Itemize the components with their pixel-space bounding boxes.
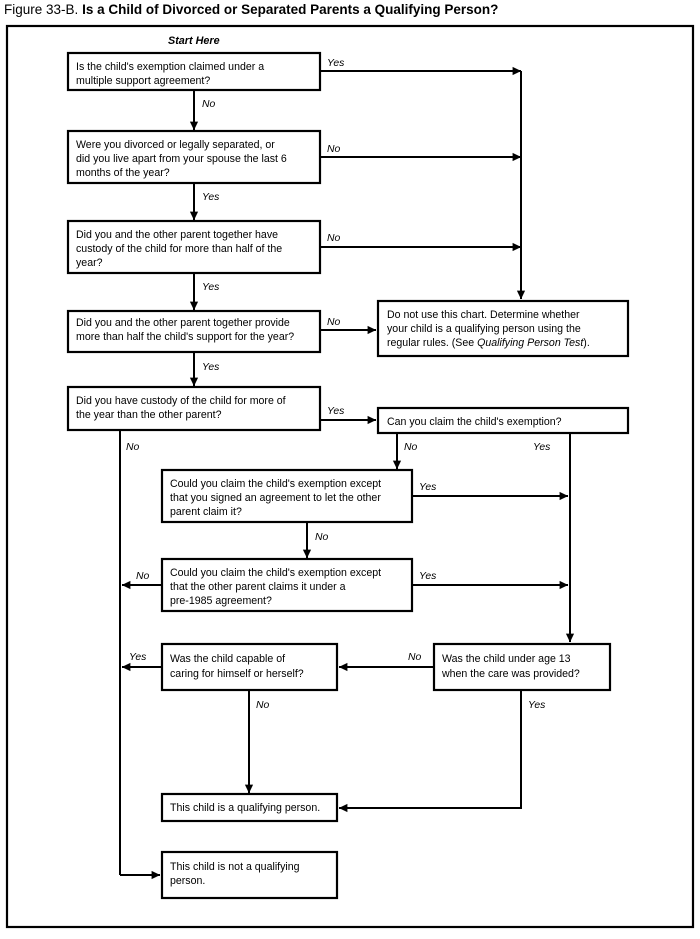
node-r3-line1: This child is not a qualifying bbox=[170, 861, 300, 873]
node-q7-line1: Could you claim the child's exemption ex… bbox=[170, 478, 381, 490]
node-q1-line1: Is the child's exemption claimed under a bbox=[76, 61, 264, 73]
node-q3-line1: Did you and the other parent together ha… bbox=[76, 229, 278, 241]
node-q9-line1: Was the child under age 13 bbox=[442, 653, 571, 665]
node-q4-line1: Did you and the other parent together pr… bbox=[76, 317, 290, 329]
node-q2-box[interactable] bbox=[66, 129, 322, 185]
node-r2-box[interactable] bbox=[160, 792, 339, 823]
edge-label-q2-yes: Yes bbox=[202, 192, 219, 203]
node-q7-line3: parent claim it? bbox=[170, 506, 242, 518]
figure-title: Figure 33-B. Is a Child of Divorced or S… bbox=[4, 2, 696, 24]
node-r1-line3: regular rules. (See Qualifying Person Te… bbox=[387, 337, 590, 349]
node-q7-line2: that you signed an agreement to let the … bbox=[170, 492, 381, 504]
figure-title-text: Is a Child of Divorced or Separated Pare… bbox=[82, 2, 499, 17]
edge-label-q3-no: No bbox=[327, 233, 341, 244]
node-q9-line2: when the care was provided? bbox=[441, 668, 580, 680]
edge-label-q5-no: No bbox=[126, 442, 140, 453]
edge-label-q1-yes: Yes bbox=[327, 58, 344, 69]
node-r1-italic-run: Qualifying Person Test bbox=[477, 337, 584, 349]
node-q5-line2: the year than the other parent? bbox=[76, 409, 222, 421]
node-q3-box[interactable] bbox=[66, 219, 322, 275]
node-r1-line3-post: ). bbox=[583, 337, 589, 349]
node-r3-line2: person. bbox=[170, 875, 205, 887]
edge-label-q8-yes: Yes bbox=[419, 571, 436, 582]
node-q9-box[interactable] bbox=[432, 642, 612, 692]
node-q5-box[interactable] bbox=[66, 385, 322, 432]
edge-label-q3-yes: Yes bbox=[202, 282, 219, 293]
edge-label-q4-yes: Yes bbox=[202, 362, 219, 373]
edge-q9-yes bbox=[338, 690, 522, 813]
edge-label-q4-no: No bbox=[327, 317, 341, 328]
edge-label-q7-yes: Yes bbox=[419, 482, 436, 493]
node-q6-line1: Can you claim the child's exemption? bbox=[387, 416, 562, 428]
edge-label-q10-yes: Yes bbox=[129, 652, 146, 663]
edge-label-q1-no: No bbox=[202, 99, 216, 110]
node-q2-line3: months of the year? bbox=[76, 167, 170, 179]
chart-border bbox=[5, 24, 695, 929]
node-q6-box[interactable] bbox=[376, 406, 630, 435]
node-q2-line1: Were you divorced or legally separated, … bbox=[76, 139, 275, 151]
node-q1-line2: multiple support agreement? bbox=[76, 75, 210, 87]
edge-label-q9-no: No bbox=[408, 652, 422, 663]
node-r1-line2: your child is a qualifying person using … bbox=[387, 323, 581, 335]
node-q10-box[interactable] bbox=[160, 642, 339, 692]
node-r3-box[interactable] bbox=[160, 850, 339, 900]
node-q1-box[interactable] bbox=[66, 51, 322, 92]
node-q10-line1: Was the child capable of bbox=[170, 653, 285, 665]
node-r2-line1: This child is a qualifying person. bbox=[170, 802, 320, 814]
node-q7-box[interactable] bbox=[160, 468, 414, 524]
edge-label-q6-yes: Yes bbox=[533, 442, 550, 453]
figure-number: Figure 33-B. bbox=[4, 2, 79, 17]
start-here-label: Start Here bbox=[168, 35, 220, 47]
node-q8-line3: pre-1985 agreement? bbox=[170, 595, 272, 607]
node-q3-line3: year? bbox=[76, 257, 103, 269]
node-q8-line2: that the other parent claims it under a bbox=[170, 581, 346, 593]
node-q3-line2: custody of the child for more than half … bbox=[76, 243, 282, 255]
edge-label-q8-no: No bbox=[136, 571, 150, 582]
edge-label-q10-no: No bbox=[256, 700, 270, 711]
node-r1-line1: Do not use this chart. Determine whether bbox=[387, 309, 580, 321]
node-q4-line2: more than half the child's support for t… bbox=[76, 331, 294, 343]
node-q2-line2: did you live apart from your spouse the … bbox=[76, 153, 287, 165]
edge-label-q7-no: No bbox=[315, 532, 329, 543]
node-q8-line1: Could you claim the child's exemption ex… bbox=[170, 567, 381, 579]
edge-label-q6-no: No bbox=[404, 442, 418, 453]
node-r1-box[interactable] bbox=[376, 299, 630, 358]
node-q5-line1: Did you have custody of the child for mo… bbox=[76, 395, 286, 407]
node-q8-box[interactable] bbox=[160, 557, 414, 613]
node-q4-box[interactable] bbox=[66, 309, 322, 354]
edge-label-q2-no: No bbox=[327, 144, 341, 155]
edge-label-q9-yes: Yes bbox=[528, 700, 545, 711]
node-r1-line3-pre: regular rules. (See bbox=[387, 337, 477, 349]
node-q10-line2: caring for himself or herself? bbox=[170, 668, 304, 680]
edge-label-q5-yes: Yes bbox=[327, 406, 344, 417]
